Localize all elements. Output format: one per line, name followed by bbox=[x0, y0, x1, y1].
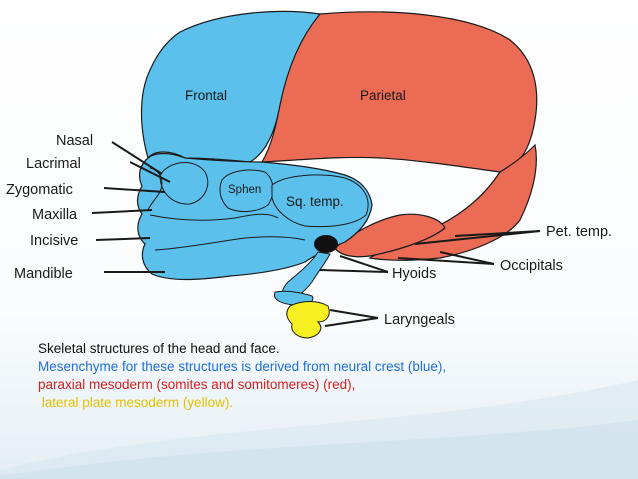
label-incisive: Incisive bbox=[30, 233, 78, 249]
orbit-contour bbox=[159, 162, 209, 205]
leader-lines bbox=[91, 141, 541, 327]
squamous-temporal-bone bbox=[271, 174, 369, 228]
sphenoid-bone bbox=[219, 169, 274, 213]
label-laryngeals: Laryngeals bbox=[384, 312, 455, 328]
skull-diagram: Frontal Parietal Nasal Lacrimal Zygomati… bbox=[6, 10, 612, 339]
caption-line-1: Skeletal structures of the head and face… bbox=[38, 341, 280, 356]
label-lacrimal: Lacrimal bbox=[26, 156, 81, 172]
label-maxilla: Maxilla bbox=[32, 207, 78, 223]
label-frontal: Frontal bbox=[185, 88, 227, 103]
label-nasal: Nasal bbox=[56, 133, 93, 149]
caption-line-3: paraxial mesoderm (somites and somitomer… bbox=[38, 377, 356, 392]
caption-line-4: lateral plate mesoderm (yellow). bbox=[38, 395, 234, 410]
label-hyoids: Hyoids bbox=[392, 266, 436, 282]
ear-canal bbox=[314, 235, 338, 253]
laryngeal-cartilages bbox=[286, 301, 330, 339]
label-pet-temp: Pet. temp. bbox=[546, 224, 612, 240]
label-occipitals: Occipitals bbox=[500, 258, 563, 274]
petrous-temporal-bone bbox=[334, 213, 446, 258]
figure-caption: Skeletal structures of the head and face… bbox=[38, 340, 598, 412]
maxilla-contour bbox=[149, 213, 279, 221]
parietal-bone bbox=[260, 11, 538, 173]
label-zygomatic: Zygomatic bbox=[6, 182, 73, 198]
caption-line-2: Mesenchyme for these structures is deriv… bbox=[38, 359, 447, 374]
label-sphen: Sphen bbox=[228, 184, 261, 196]
label-parietal: Parietal bbox=[360, 88, 406, 103]
label-sq-temp: Sq. temp. bbox=[286, 194, 344, 209]
label-mandible: Mandible bbox=[14, 266, 73, 282]
mandible-contour bbox=[154, 236, 306, 251]
